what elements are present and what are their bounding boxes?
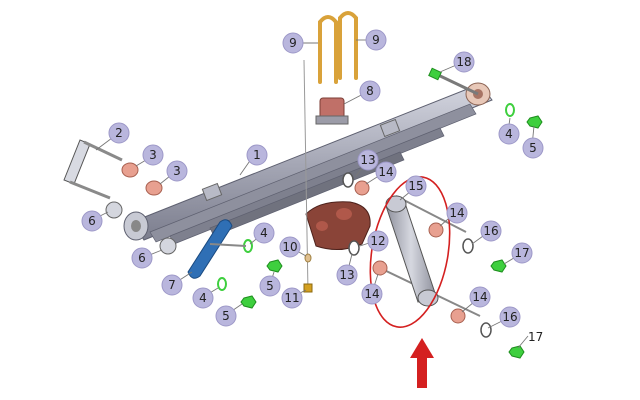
svg-text:3: 3 (149, 148, 157, 162)
shock-washer-upper-left (342, 172, 354, 188)
callout-18: 18 (453, 51, 475, 73)
callout-14b: 14 (446, 202, 468, 224)
callout-7: 7 (161, 274, 183, 296)
shackle-bolt (209, 243, 247, 247)
callout-3a: 3 (142, 144, 164, 166)
callout-17a: 17 (511, 242, 533, 264)
callout-16a: 16 (480, 220, 502, 242)
u-bolt-left (318, 15, 338, 84)
bushing-lower (145, 180, 163, 196)
spacer-10 (304, 253, 312, 263)
callout-6a: 6 (81, 210, 103, 232)
svg-text:17: 17 (514, 246, 529, 260)
callout-4c: 4 (192, 287, 214, 309)
callout-1: 1 (246, 144, 268, 166)
rear-eye-bolt (428, 67, 479, 96)
svg-text:2: 2 (115, 126, 123, 140)
svg-text:15: 15 (408, 179, 423, 193)
callout-2: 2 (108, 122, 130, 144)
shock-bushing-lower-left (372, 260, 388, 276)
callout-4b: 4 (253, 222, 275, 244)
shock-washer-lower-right (480, 322, 492, 338)
u-bolt-right (338, 11, 358, 80)
callout-14c: 14 (361, 283, 383, 305)
svg-text:6: 6 (88, 214, 96, 228)
callout-5c: 5 (215, 305, 237, 327)
rear-washer (505, 103, 515, 117)
bump-stop (315, 97, 349, 125)
axle-center-line (303, 59, 309, 293)
sleeve-lower (159, 237, 177, 255)
callout-3b: 3 (166, 160, 188, 182)
nut-low (240, 295, 257, 309)
shackle-plate (187, 219, 233, 279)
svg-text:14: 14 (472, 290, 487, 304)
svg-text:6: 6 (138, 251, 146, 265)
svg-text:11: 11 (284, 291, 299, 305)
svg-text:9: 9 (289, 36, 297, 50)
washer-low (217, 277, 227, 291)
rear-nut (526, 115, 543, 129)
svg-text:7: 7 (168, 278, 176, 292)
shock-nut-lower (508, 345, 525, 359)
svg-text:9: 9 (372, 33, 380, 47)
svg-text:5: 5 (222, 309, 230, 323)
shock-washer-upper-right (462, 238, 474, 254)
callout-10: 10 (279, 236, 301, 258)
callout-5a: 5 (522, 137, 544, 159)
shock-bushing-upper-left (354, 180, 370, 196)
shock-bushing-upper-right (428, 222, 444, 238)
svg-text:4: 4 (199, 291, 207, 305)
svg-text:8: 8 (366, 84, 374, 98)
nut-mid (266, 259, 283, 273)
leaf-spring (131, 83, 493, 245)
svg-text:13: 13 (339, 268, 354, 282)
callout-13a: 13 (357, 149, 379, 171)
callout-9a: 9 (282, 32, 304, 54)
svg-text:1: 1 (253, 148, 261, 162)
svg-text:14: 14 (364, 287, 379, 301)
shock-washer-lower-left (348, 240, 360, 256)
callout-15: 15 (405, 175, 427, 197)
shock-bushing-lower-right (450, 308, 466, 324)
callout-9b: 9 (365, 29, 387, 51)
spring-eye-front (123, 211, 149, 241)
svg-text:18: 18 (456, 55, 471, 69)
callout-4a: 4 (498, 123, 520, 145)
shock-bracket (305, 201, 371, 250)
svg-text:14: 14 (449, 206, 464, 220)
svg-text:16: 16 (483, 224, 498, 238)
nut-11 (303, 283, 313, 293)
svg-text:13: 13 (360, 153, 375, 167)
svg-text:4: 4 (260, 226, 268, 240)
svg-text:3: 3 (173, 164, 181, 178)
svg-text:5: 5 (266, 279, 274, 293)
svg-text:16: 16 (502, 310, 517, 324)
callout-11: 11 (281, 287, 303, 309)
shock-nut-upper (490, 259, 507, 273)
arrow-icon (410, 338, 434, 388)
svg-text:12: 12 (370, 234, 385, 248)
sleeve-front (105, 201, 123, 219)
callout-12: 12 (367, 230, 389, 252)
callout-16b: 16 (499, 306, 521, 328)
svg-text:4: 4 (505, 127, 513, 141)
callout-8: 8 (359, 80, 381, 102)
svg-text:14: 14 (378, 165, 393, 179)
callout-14a: 14 (375, 161, 397, 183)
front-shackle (63, 139, 123, 200)
callout-6b: 6 (131, 247, 153, 269)
svg-text:10: 10 (282, 240, 297, 254)
svg-text:5: 5 (529, 141, 537, 155)
bushing-upper (121, 162, 139, 178)
callout-13b: 13 (336, 264, 358, 286)
label-17-plain: 17 (528, 330, 543, 344)
callout-14d: 14 (469, 286, 491, 308)
callout-5b: 5 (259, 275, 281, 297)
